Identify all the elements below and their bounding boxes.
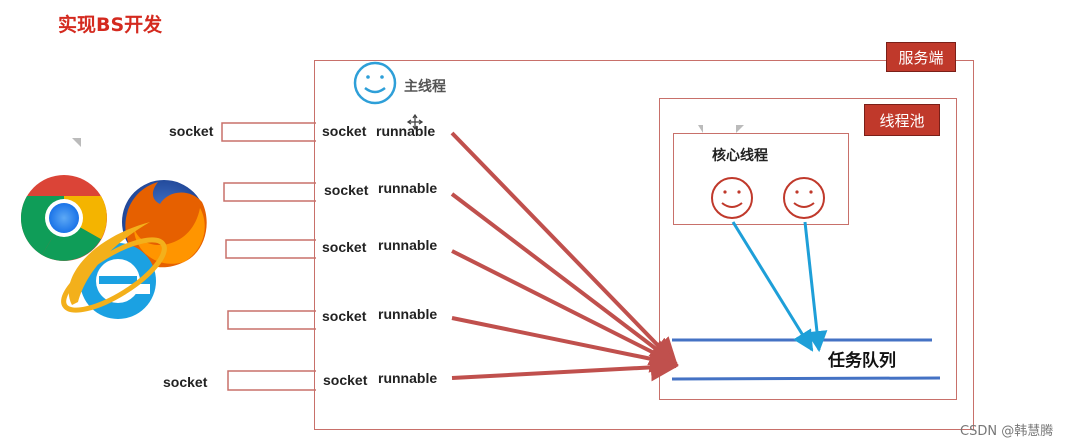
main-thread-label: 主线程 [404, 79, 446, 95]
core-thread-arrow-1 [731, 221, 814, 352]
watermark: CSDN @韩慧腾 [960, 424, 1054, 439]
runnable-label-5: runnable [378, 370, 438, 386]
client-socket-label-1: socket [169, 123, 214, 139]
runnable-arrow-5 [451, 353, 679, 382]
main-thread-smiley-icon [353, 61, 397, 105]
core-thread-label: 核心线程 [712, 148, 768, 164]
task-queue-label: 任务队列 [828, 351, 896, 371]
server-socket-label-2: socket [324, 182, 369, 198]
server-socket-label-1: socket [322, 123, 367, 139]
runnable-arrow-4 [451, 316, 679, 373]
core-thread-box [673, 133, 849, 225]
firefox-icon [122, 180, 207, 268]
decorative-ticks [72, 125, 744, 147]
socket-connector-2 [223, 182, 316, 202]
page-title: 实现BS开发 [58, 14, 163, 36]
socket-connector-1 [221, 122, 316, 142]
runnable-arrow-2 [450, 192, 679, 366]
client-socket-label-5: socket [163, 374, 208, 390]
runnable-label-2: runnable [378, 180, 438, 196]
core-thread-arrow-2 [803, 221, 828, 353]
runnable-label-1: runnable [376, 123, 436, 139]
server-socket-label-3: socket [322, 239, 367, 255]
chrome-icon [20, 175, 107, 261]
server-socket-label-5: socket [323, 372, 368, 388]
server-box [314, 60, 974, 430]
ie-icon [61, 222, 167, 319]
thread-pool-box [659, 98, 957, 400]
thread-pool-label: 线程池 [864, 104, 940, 136]
runnable-arrow-3 [451, 249, 679, 366]
task-queue-bottom-line [671, 376, 941, 381]
server-label: 服务端 [886, 42, 956, 72]
socket-connector-3 [225, 239, 316, 259]
server-socket-label-4: socket [322, 308, 367, 324]
core-thread-smiley-icon-2 [783, 177, 825, 219]
move-cursor-icon [406, 113, 424, 131]
runnable-label-4: runnable [378, 306, 438, 322]
socket-connector-5 [227, 370, 316, 391]
runnable-arrow-1 [450, 131, 678, 367]
runnable-label-3: runnable [378, 237, 438, 253]
socket-connector-4 [227, 310, 316, 330]
core-thread-smiley-icon-1 [711, 177, 753, 219]
